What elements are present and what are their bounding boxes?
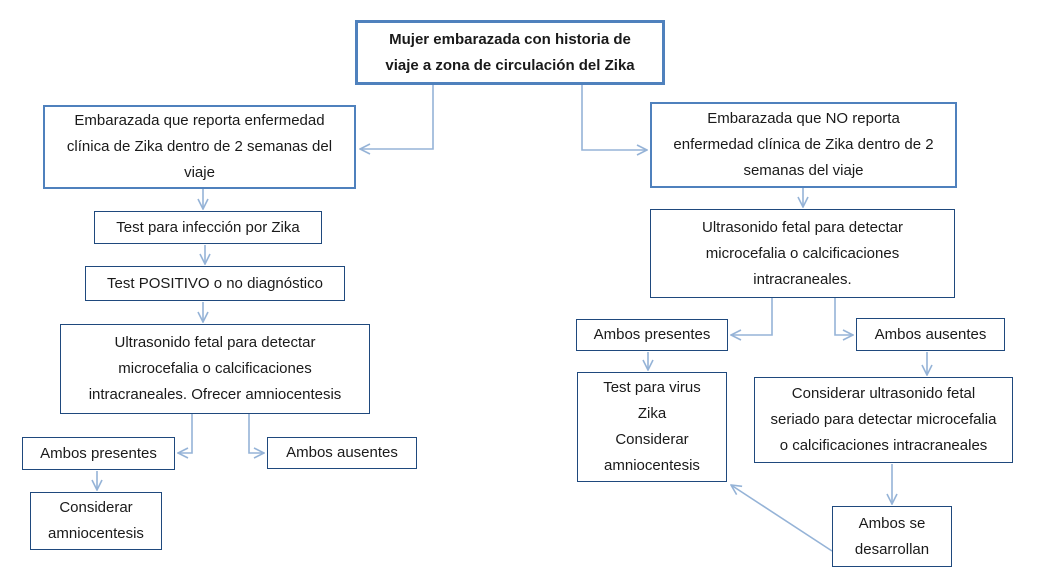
- node-label: clínica de Zika dentro de 2 semanas del: [66, 138, 333, 155]
- node-left-branch: Embarazada que reporta enfermedad clínic…: [43, 105, 356, 189]
- node-right-ultrasound: Ultrasonido fetal para detectar microcef…: [650, 209, 955, 298]
- node-label: Test para infección por Zika: [116, 218, 300, 236]
- connector-root-to-right-branch: [581, 85, 647, 150]
- node-label: Embarazada que NO reporta: [707, 110, 900, 127]
- node-label: microcefalia o calcificaciones: [705, 244, 900, 262]
- node-left-both-absent: Ambos ausentes: [267, 437, 417, 469]
- node-root: Mujer embarazada con historia de viaje a…: [355, 20, 665, 85]
- node-label: microcefalia o calcificaciones: [118, 360, 312, 377]
- node-label: enfermedad clínica de Zika dentro de 2: [673, 136, 934, 153]
- node-right-serial-ultrasound: Considerar ultrasonido fetal seriado par…: [754, 377, 1013, 463]
- node-label: Ambos ausentes: [286, 444, 398, 461]
- node-label: amniocentesis: [604, 457, 700, 474]
- node-left-both-present: Ambos presentes: [22, 437, 175, 470]
- node-label: Test POSITIVO o no diagnóstico: [107, 274, 323, 292]
- node-label: amniocentesis: [48, 525, 144, 542]
- connector-root-to-left-branch: [360, 85, 434, 149]
- connector-both-develop-to-test-virus: [731, 485, 833, 552]
- node-right-both-develop: Ambos se desarrollan: [832, 506, 952, 567]
- node-label: Ambos presentes: [593, 326, 711, 343]
- node-label: intracraneales. Ofrecer amniocentesis: [88, 386, 342, 403]
- node-right-both-present: Ambos presentes: [576, 319, 728, 351]
- node-label: Ambos se: [858, 514, 926, 532]
- node-label: o calcificaciones intracraneales: [779, 437, 988, 454]
- node-label: Considerar: [59, 499, 133, 516]
- node-left-test-result: Test POSITIVO o no diagnóstico: [85, 266, 345, 301]
- node-label: Ambos presentes: [40, 444, 157, 462]
- node-left-consider-amnio: Considerar amniocentesis: [30, 492, 162, 550]
- node-label: seriado para detectar microcefalia: [770, 411, 997, 428]
- node-label: viaje: [184, 164, 215, 181]
- connector-left-ultrasound-to-both-absent: [248, 414, 264, 453]
- node-label: intracraneales.: [753, 270, 852, 288]
- node-label: Ultrasonido fetal para detectar: [114, 334, 316, 351]
- node-label: Mujer embarazada con historia de: [389, 30, 631, 48]
- node-label: Considerar ultrasonido fetal: [791, 385, 976, 402]
- node-label: desarrollan: [854, 540, 930, 558]
- node-label: Ultrasonido fetal para detectar: [702, 218, 903, 236]
- node-left-test: Test para infección por Zika: [94, 211, 322, 244]
- node-right-both-absent: Ambos ausentes: [856, 318, 1005, 351]
- connector-right-ultrasound-to-both-present: [731, 298, 773, 335]
- node-label: viaje a zona de circulación del Zika: [385, 56, 635, 74]
- node-label: semanas del viaje: [743, 162, 864, 179]
- connector-right-ultrasound-to-both-absent: [834, 298, 853, 335]
- node-right-branch: Embarazada que NO reporta enfermedad clí…: [650, 102, 957, 188]
- node-label: Ambos ausentes: [874, 325, 987, 343]
- node-label: Considerar: [615, 431, 689, 448]
- node-label: Test para virus: [603, 379, 701, 396]
- connector-left-ultrasound-to-both-present: [178, 414, 193, 453]
- node-label: Zika: [637, 405, 667, 422]
- node-left-ultrasound: Ultrasonido fetal para detectar microcef…: [60, 324, 370, 414]
- node-right-test-virus: Test para virus Zika Considerar amniocen…: [577, 372, 727, 482]
- node-label: Embarazada que reporta enfermedad: [74, 112, 325, 129]
